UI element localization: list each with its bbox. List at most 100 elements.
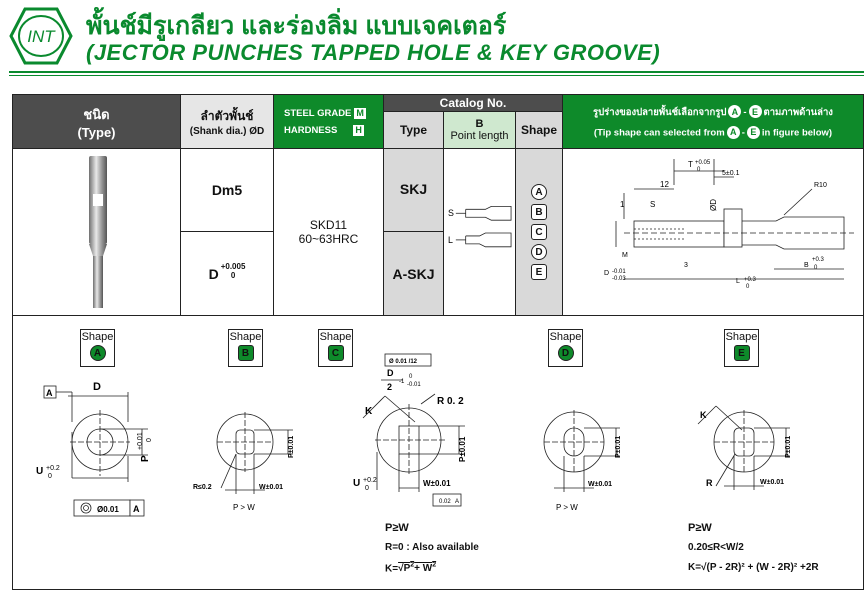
material-value: SKD11 xyxy=(309,218,348,232)
shape-c-formula-k: K= xyxy=(385,563,399,575)
len-s-label: S xyxy=(448,208,454,218)
main-l-label: L xyxy=(736,278,740,285)
shape-c-box2-ref: A xyxy=(455,499,459,505)
shape-d-w: W±0.01 xyxy=(588,481,612,488)
shape-b-w: W±0.01 xyxy=(259,484,283,491)
shape-d-word: Shape xyxy=(549,331,582,343)
shape-b-rel: P > W xyxy=(233,503,255,512)
shape-a-word: Shape xyxy=(81,331,114,343)
type-askj: A-SKJ xyxy=(384,232,444,316)
shape-d-rel: P > W xyxy=(556,503,578,512)
d-tol-upper: +0.005 xyxy=(220,261,246,271)
shape-c-d2-tol2: -0.01 xyxy=(407,382,421,388)
main-b-label: B xyxy=(804,262,809,269)
shape-b-p: P±0.01 xyxy=(288,436,295,458)
main-t-tol: +0.05 xyxy=(695,160,711,166)
shape-a-d: D xyxy=(93,381,101,393)
header-shank-en: (Shank dia.) ØD xyxy=(189,125,265,137)
shape-list-e: E xyxy=(531,264,547,280)
shape-e-rel2: 0.20≤R<W/2 xyxy=(688,542,744,553)
tip-a-symbol-2: A xyxy=(726,125,740,139)
shape-b-r: R≤0.2 xyxy=(193,484,212,491)
tip-note-en: (Tip shape can selected from xyxy=(593,127,725,138)
shape-c-u-tol1: +0.2 xyxy=(363,477,377,484)
shape-list-d: D xyxy=(531,244,547,260)
hardness-label: HARDNESS xyxy=(284,124,338,136)
shape-e-word: Shape xyxy=(725,331,758,343)
header-b: B xyxy=(475,118,484,130)
shape-e-w: W±0.01 xyxy=(760,479,784,486)
logo-text: INT xyxy=(27,27,56,46)
shape-e-formula: K=√(P - 2R)² + (W - 2R)² +2R xyxy=(688,562,819,573)
shape-c-d2: D xyxy=(387,368,394,378)
tip-a-symbol: A xyxy=(728,105,742,118)
tip-e-symbol-2: E xyxy=(746,125,760,139)
shape-c-formula-sup: 2 xyxy=(410,562,415,569)
shape-a-conc-ref: A xyxy=(133,504,140,514)
header-sub-type: Type xyxy=(384,112,444,149)
shape-a-letter: A xyxy=(89,345,106,361)
main-m: M xyxy=(622,252,628,259)
header-shank: ลำตัวพั้นช์ (Shank dia.) ØD xyxy=(181,95,274,149)
title-english: (JECTOR PUNCHES TAPPED HOLE & KEY GROOVE… xyxy=(86,40,661,65)
shape-c-letter: C xyxy=(327,345,344,361)
shape-a-datum: A xyxy=(46,388,53,398)
shape-a-u: U xyxy=(36,466,43,477)
header-shank-th: ลำตัวพั้นช์ xyxy=(200,108,254,123)
d-tol-lower: 0 xyxy=(230,270,236,280)
tip-note-th: รูปร่างของปลายพั้นช์เลือกจากรูป xyxy=(593,106,727,118)
shape-list-cell: A B C D E xyxy=(516,149,563,316)
tip-note-th-tail: ตามภาพด้านล่าง xyxy=(763,106,833,118)
shape-c-formula: K=√P2+ W2 xyxy=(385,562,437,575)
punch-image-cell xyxy=(13,149,181,316)
title-thai: พั้นช์มีรูเกลียว และร่องลิ่ม แบบเจคเตอร์ xyxy=(86,12,507,40)
shape-a-u-tol2: 0 xyxy=(48,473,52,480)
main-d-tol1: -0.01 xyxy=(612,269,626,275)
shapes-section xyxy=(12,316,864,590)
main-l-tol1: +0.3 xyxy=(744,277,757,283)
hrc-value: 60~63HRC xyxy=(298,232,359,246)
header-point-length-label: Point length xyxy=(450,130,509,142)
shape-list-a: A xyxy=(531,184,547,200)
dm5-cell: Dm5 xyxy=(181,149,274,232)
main-one: 1 xyxy=(620,200,625,209)
shape-a-conc: Ø0.01 xyxy=(97,505,119,514)
main-b-tol1: +0.3 xyxy=(812,257,825,263)
shape-c-drawing: Ø 0.01 /12 D 2 0 -1 -0.01 R 0. 2 K P±0.0… xyxy=(353,353,467,507)
shape-a-drawing: A D P +0.01 0 U +0.2 0 Ø0.01 A xyxy=(36,381,153,517)
main-t-tol2: 0 xyxy=(697,167,701,173)
main-drawing: T +0.05 0 5±0.1 12 R10 1 S ØD M D -0.01 … xyxy=(604,158,854,290)
header-rule xyxy=(9,71,864,73)
int-logo: INT xyxy=(9,7,73,65)
tip-e-symbol: E xyxy=(748,105,762,118)
steel-grade-label: STEEL GRADE xyxy=(284,107,352,119)
main-three: 3 xyxy=(684,262,688,269)
shape-list-c: C xyxy=(531,224,547,240)
main-r10: R10 xyxy=(814,182,827,189)
header-sub-shape: Shape xyxy=(516,112,563,149)
shape-a-p-tol1: +0.01 xyxy=(137,432,144,450)
d-tol-cell: D +0.005 0 xyxy=(181,232,274,316)
hardness-box: H xyxy=(353,124,364,136)
main-five: 5±0.1 xyxy=(722,170,740,177)
shape-c-p: P±0.01 xyxy=(458,436,467,462)
shape-e-letter: E xyxy=(733,345,750,361)
header-type-en: (Type) xyxy=(77,124,116,140)
main-d-label: D xyxy=(604,270,609,277)
material-cell: SKD11 60~63HRC xyxy=(274,149,384,316)
shape-c-r0: R 0. 2 xyxy=(437,396,464,407)
main-t-label: T xyxy=(688,160,693,169)
main-drawing-cell: T +0.05 0 5±0.1 12 R10 1 S ØD M D -0.01 … xyxy=(563,149,864,316)
shape-d-drawing: P±0.01 W±0.01 P > W xyxy=(543,410,622,512)
shape-b-drawing: P±0.01 R≤0.2 W±0.01 P > W xyxy=(193,412,295,512)
shape-e-r: R xyxy=(706,478,713,488)
main-twelve: 12 xyxy=(660,180,669,189)
shape-e-k: K xyxy=(700,410,707,420)
header-point-length: B Point length xyxy=(444,112,516,149)
shape-c-rel1: P≥W xyxy=(385,522,409,534)
main-s: S xyxy=(650,200,655,209)
shape-d-p: P±0.01 xyxy=(615,436,622,458)
